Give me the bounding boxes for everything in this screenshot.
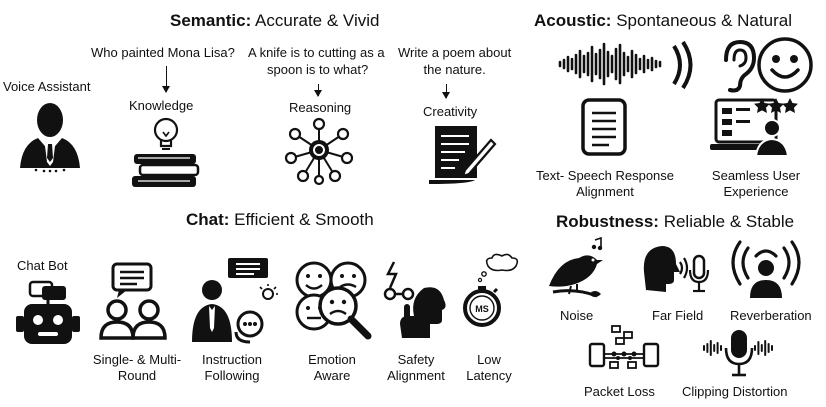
reverberation-label: Reverberation	[730, 308, 812, 323]
semantic-title: Semantic: Accurate & Vivid	[170, 11, 380, 30]
conversation-users-icon	[99, 262, 167, 340]
robot-icon	[16, 280, 80, 344]
document-icon	[581, 98, 627, 156]
clipping-label: Clipping Distortion	[682, 384, 788, 399]
stopwatch-icon: MS	[463, 253, 519, 327]
safety-shush-icon	[383, 261, 446, 338]
reasoning-label: Reasoning	[289, 100, 352, 115]
books-lightbulb-icon	[132, 117, 200, 187]
instruction-person-icon	[192, 258, 278, 344]
head-microphone-icon	[643, 246, 710, 293]
smiley-icon	[757, 37, 813, 93]
sound-waves-icon	[672, 40, 693, 90]
creativity-arrow	[442, 84, 450, 99]
chat-bot-label: Chat Bot	[17, 258, 68, 273]
bird-music-icon	[549, 236, 603, 298]
packet-network-icon	[588, 325, 660, 369]
microphone-wave-icon	[703, 330, 773, 377]
voice-assistant-label: Voice Assistant	[3, 79, 91, 94]
waveform-icon	[558, 42, 662, 86]
writing-paper-icon	[429, 126, 497, 184]
businessman-icon	[20, 103, 80, 173]
reasoning-arrow	[314, 84, 322, 97]
knowledge-question: Who painted Mona Lisa?	[91, 45, 235, 60]
chat-title: Chat: Efficient & Smooth	[186, 210, 374, 229]
far-field-label: Far Field	[652, 308, 704, 323]
knowledge-label: Knowledge	[129, 98, 194, 113]
multi-round-label: Single- & Multi-Round	[92, 352, 182, 383]
ear-icon	[724, 39, 757, 93]
robustness-title: Robustness: Reliable & Stable	[556, 212, 795, 231]
emotion-faces-icon	[295, 261, 372, 340]
stopwatch-text: MS	[475, 304, 489, 314]
noise-label: Noise	[560, 308, 594, 323]
broadcast-person-icon	[731, 240, 801, 298]
knowledge-arrow	[162, 66, 170, 93]
network-brain-icon	[284, 117, 354, 186]
packet-loss-label: Packet Loss	[584, 384, 655, 399]
creativity-label: Creativity	[423, 104, 478, 119]
acoustic-title: Acoustic: Spontaneous & Natural	[534, 11, 792, 30]
user-rating-icon	[710, 98, 798, 157]
